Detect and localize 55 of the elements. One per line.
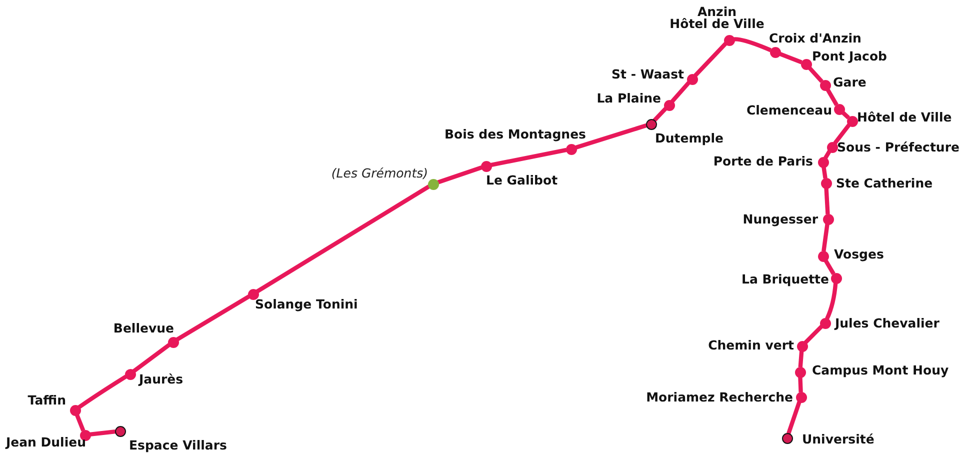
station-label: Jaurès xyxy=(139,372,184,386)
station-label: Anzin Hôtel de Ville xyxy=(668,6,766,30)
station-label: Taffin xyxy=(28,392,66,408)
tram-line xyxy=(786,400,802,434)
tram-line xyxy=(694,42,728,78)
station-label: Le Galibot xyxy=(486,172,558,188)
station-label: Gare xyxy=(833,74,866,90)
station-label: Moriamez Recherche xyxy=(646,390,793,404)
tram-line xyxy=(822,166,828,179)
tram-line xyxy=(825,282,838,320)
station-label: La Plaine xyxy=(596,90,661,106)
station-label: Espace Villars xyxy=(129,438,227,452)
station-label: Jean Dulieu xyxy=(6,434,86,450)
tram-line xyxy=(436,166,482,184)
tram-line xyxy=(132,343,170,373)
tram-line xyxy=(670,81,690,103)
tram-line xyxy=(804,324,824,344)
station-label: Université xyxy=(802,432,874,446)
station-label: Croix d'Anzin xyxy=(769,30,862,46)
station-label: Dutemple xyxy=(655,130,724,146)
station-label: Bellevue xyxy=(113,320,174,336)
station-label: Chemin vert xyxy=(708,338,794,352)
station-label: La Briquette xyxy=(742,272,829,286)
station-label: Clemenceau xyxy=(746,102,832,118)
station-label: (Les Grémonts) xyxy=(331,166,428,180)
station-label: Bois des Montagnes xyxy=(444,126,586,142)
station-label: Vosges xyxy=(834,246,884,262)
tram-line xyxy=(778,52,802,64)
tram-line xyxy=(824,188,830,214)
tram-line xyxy=(256,184,430,294)
tram-line xyxy=(826,88,838,106)
station-label: St - Waast xyxy=(612,66,684,82)
tram-line xyxy=(798,350,804,368)
station-label: Hôtel de Ville xyxy=(857,110,952,124)
tram-line xyxy=(89,429,116,437)
tram-line xyxy=(78,374,128,410)
station-label: Jules Chevalier xyxy=(835,316,940,330)
tram-line xyxy=(74,414,86,432)
station-label: Nungesser xyxy=(742,212,818,226)
tram-line xyxy=(822,223,830,252)
tram-line xyxy=(652,106,668,122)
station-label: Solange Tonini xyxy=(255,296,358,312)
tram-line xyxy=(574,123,648,150)
tram-line xyxy=(733,37,772,52)
tram-line xyxy=(490,148,567,168)
tram-line xyxy=(808,66,824,83)
tram-line xyxy=(824,258,836,276)
tram-line xyxy=(176,294,250,342)
tram-line xyxy=(798,376,803,392)
station-label: Porte de Paris xyxy=(713,154,813,168)
station-label: Sous - Préfecture xyxy=(837,140,960,154)
station-label: Campus Mont Houy xyxy=(812,362,949,378)
tram-line xyxy=(833,123,851,145)
station-label: Pont Jacob xyxy=(812,48,888,64)
station-label: Ste Catherine xyxy=(836,176,933,190)
